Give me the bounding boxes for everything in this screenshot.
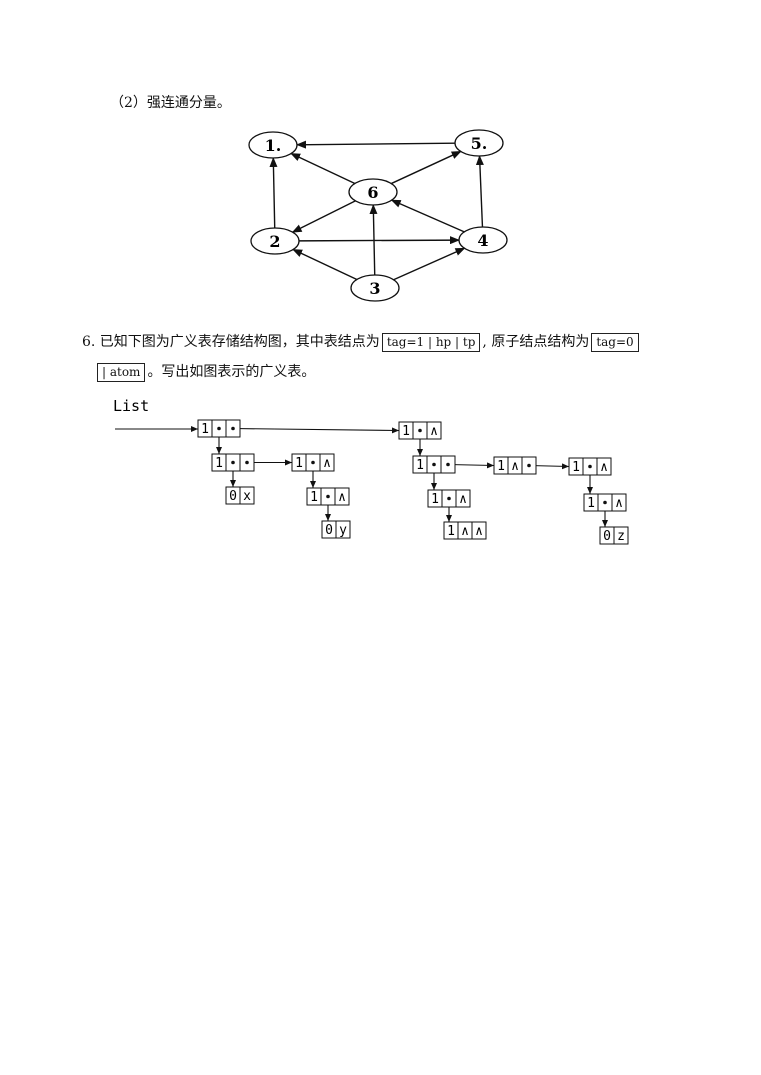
tag-cell-n14: 1 xyxy=(587,496,595,511)
tp-null-n5: ∧ xyxy=(323,456,331,471)
atom-node-structure-box-part2: | atom xyxy=(97,362,146,382)
graph-node-label-3: 3 xyxy=(369,279,380,298)
graph-node-label-2: 2 xyxy=(269,232,280,251)
graph-nodes: 1. 5. 6 2 4 3 xyxy=(248,129,508,302)
hp-null-n12: ∧ xyxy=(461,524,469,539)
question-6-prefix: 6. 已知下图为广义表存储结构图，其中表结点为 xyxy=(82,334,380,350)
graph-edge-5-to-1 xyxy=(295,140,456,149)
tag-cell-n4: 0 xyxy=(229,489,237,504)
tp-null-n2: ∧ xyxy=(430,424,438,439)
graph-node-2 xyxy=(250,227,300,255)
hp-pointer-n5 xyxy=(311,460,315,465)
graph-node-1 xyxy=(248,131,298,159)
list-links xyxy=(115,426,608,527)
tp-link-n1-n2 xyxy=(232,427,400,434)
tp-pointer-n1 xyxy=(231,426,235,431)
tag-cell-n10: 1 xyxy=(572,460,580,475)
tag-cell-n7: 1 xyxy=(310,490,318,505)
tp-null-n7: ∧ xyxy=(338,490,346,505)
tag-cell-n2: 1 xyxy=(402,424,410,439)
tp-null-n11: ∧ xyxy=(459,492,467,507)
graph-node-6 xyxy=(348,178,398,206)
list-label: List xyxy=(113,397,149,415)
atom-cell-n6: y xyxy=(339,523,347,538)
tag-cell-n13: 0 xyxy=(603,529,611,544)
hp-pointer-n11 xyxy=(447,496,451,501)
graph-node-4 xyxy=(458,226,508,254)
question-6-middle: , 原子结点结构为 xyxy=(482,334,590,350)
table-node-structure-box: tag=1 | hp | tp xyxy=(381,332,481,352)
hp-pointer-n3 xyxy=(231,460,235,465)
tp-null-n10: ∧ xyxy=(600,460,608,475)
tag-cell-n12: 1 xyxy=(447,524,455,539)
tp-null-n14: ∧ xyxy=(615,496,623,511)
tp-pointer-n8 xyxy=(446,462,450,467)
tp-pointer-n9 xyxy=(527,463,531,468)
tag-cell-n6: 0 xyxy=(325,523,333,538)
hp-pointer-n10 xyxy=(588,464,592,469)
question-6-suffix: 。写出如图表示的广义表。 xyxy=(147,364,316,380)
graph-node-5 xyxy=(454,129,504,157)
graph-node-3 xyxy=(350,274,400,302)
hp-pointer-n1 xyxy=(217,426,221,431)
graph-node-label-4: 4 xyxy=(477,231,488,250)
graph-edge-6-to-1 xyxy=(290,152,356,185)
tp-null-n12: ∧ xyxy=(475,524,483,539)
graph-edge-2-to-1 xyxy=(269,156,278,229)
atom-cell-n13: z xyxy=(617,529,625,544)
graph-node-label-5: 5. xyxy=(471,134,488,153)
graph-edge-2-to-4 xyxy=(298,236,461,245)
atom-cell-n4: x xyxy=(243,489,251,504)
graph-edge-3-to-2 xyxy=(292,248,358,281)
tag-cell-n1: 1 xyxy=(201,422,209,437)
graph-edge-6-to-5 xyxy=(390,150,462,185)
directed-graph: 1. 5. 6 2 4 3 xyxy=(248,129,508,302)
hp-pointer-n14 xyxy=(603,500,607,505)
graph-edge-6-to-2 xyxy=(291,200,356,233)
hp-pointer-n7 xyxy=(326,494,330,499)
section-heading: （2）强连通分量。 xyxy=(110,95,231,111)
list-node-n9 xyxy=(493,456,537,475)
tag-cell-n9: 1 xyxy=(497,459,505,474)
hp-pointer-n2 xyxy=(418,428,422,433)
tag-cell-n11: 1 xyxy=(431,492,439,507)
graph-edge-4-to-6 xyxy=(390,199,465,233)
tag-cell-n3: 1 xyxy=(215,456,223,471)
tag-cell-n5: 1 xyxy=(295,456,303,471)
graph-edge-3-to-4 xyxy=(393,247,466,281)
hp-null-n9: ∧ xyxy=(511,459,519,474)
tp-link-n8-n9 xyxy=(447,462,495,469)
tp-pointer-n3 xyxy=(245,460,249,465)
tag-cell-n8: 1 xyxy=(416,458,424,473)
list-node-n12 xyxy=(443,521,487,540)
graph-edge-4-to-5 xyxy=(475,154,484,228)
question-6-line-2: | atom。写出如图表示的广义表。 xyxy=(95,362,315,382)
hp-pointer-n8 xyxy=(432,462,436,467)
graph-node-label-6: 6 xyxy=(367,183,378,202)
graph-edges xyxy=(269,140,484,281)
atom-node-structure-box-part1: tag=0 xyxy=(591,332,639,352)
graph-node-label-1: 1. xyxy=(265,136,282,155)
